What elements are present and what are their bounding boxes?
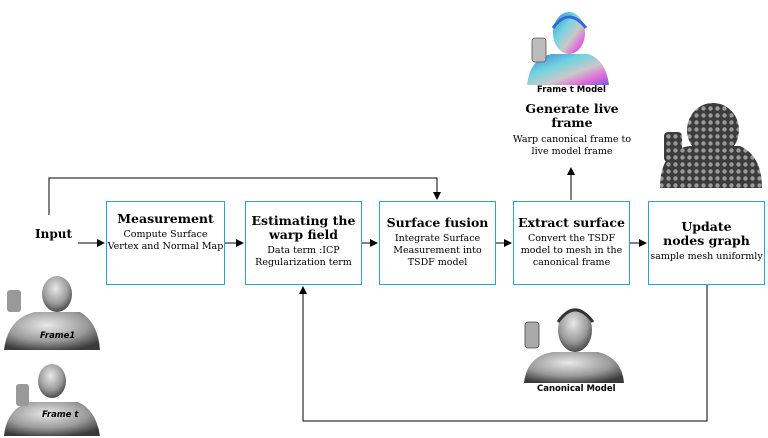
extract-box: Extract surface Convert the TSDF model t… <box>513 201 630 285</box>
canonical-model-caption: Canonical Model <box>537 384 616 394</box>
arrow-input-to-fusion <box>48 177 441 215</box>
update-title: Update nodes graph <box>663 219 750 248</box>
fusion-title: Surface fusion <box>386 215 489 230</box>
update-box: Update nodes graph sample mesh uniformly <box>648 201 765 285</box>
input-label: Input <box>35 227 72 241</box>
estimating-desc: Data term :ICP Regularization term <box>255 245 352 268</box>
frame1-caption: Frame1 <box>40 331 76 341</box>
estimating-box: Estimating the warp field Data term :ICP… <box>245 201 362 285</box>
extract-title: Extract surface <box>518 215 625 230</box>
frame-t-model-caption: Frame t Model <box>537 85 606 95</box>
measurement-title: Measurement <box>117 211 214 226</box>
fusion-box: Surface fusion Integrate Surface Measure… <box>379 201 496 285</box>
arrow-update-to-estimating <box>299 285 708 422</box>
extract-desc: Convert the TSDF model to mesh in the ca… <box>520 233 623 268</box>
generate-block: Generate live frame Warp canonical frame… <box>510 102 634 158</box>
measurement-desc: Compute Surface Vertex and Normal Map <box>107 229 224 252</box>
generate-title: Generate live frame <box>525 101 619 130</box>
fusion-desc: Integrate Surface Measurement into TSDF … <box>393 233 482 268</box>
measurement-box: Measurement Compute Surface Vertex and N… <box>106 201 225 285</box>
update-desc: sample mesh uniformly <box>650 251 763 262</box>
estimating-title: Estimating the warp field <box>251 213 356 242</box>
generate-desc: Warp canonical frame to live model frame <box>512 134 632 157</box>
frame-t-caption: Frame t <box>42 410 79 420</box>
